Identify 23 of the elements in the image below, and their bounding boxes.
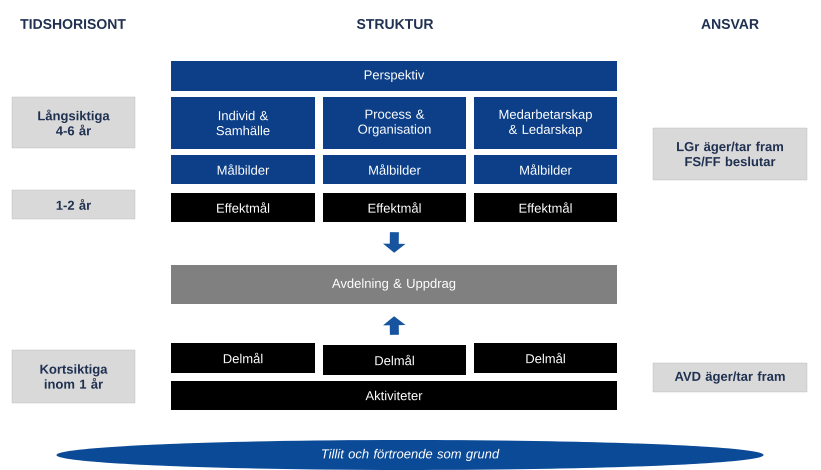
label-box: Kortsiktiga inom 1 år — [12, 350, 136, 404]
structure-box: Aktiviteter — [171, 381, 617, 410]
structure-box: Delmål — [171, 343, 315, 373]
structure-box: Effektmål — [474, 193, 617, 222]
column-heading: STRUKTUR — [356, 19, 434, 29]
label-box: Långsiktiga 4-6 år — [12, 96, 136, 148]
structure-box: Delmål — [474, 343, 617, 373]
column-heading: TIDSHORISONT — [20, 19, 126, 29]
structure-box: Perspektiv — [171, 61, 617, 91]
structure-box: Effektmål — [171, 193, 315, 222]
structure-box: Avdelning & Uppdrag — [171, 265, 617, 304]
structure-box: Individ & Samhälle — [171, 97, 315, 149]
structure-box: Delmål — [323, 345, 466, 375]
structure-box: Process & Organisation — [323, 97, 466, 149]
structure-box: Målbilder — [474, 155, 617, 184]
column-heading: ANSVAR — [701, 19, 759, 29]
label-box: LGr äger/tar fram FS/FF beslutar — [652, 128, 808, 180]
structure-box: Effektmål — [323, 193, 466, 222]
structure-box: Målbilder — [171, 155, 315, 184]
structure-box: Medarbetarskap & Ledarskap — [474, 97, 617, 149]
label-box: 1-2 år — [12, 190, 136, 220]
structure-box: Målbilder — [323, 155, 466, 184]
label-box: AVD äger/tar fram — [652, 362, 808, 392]
